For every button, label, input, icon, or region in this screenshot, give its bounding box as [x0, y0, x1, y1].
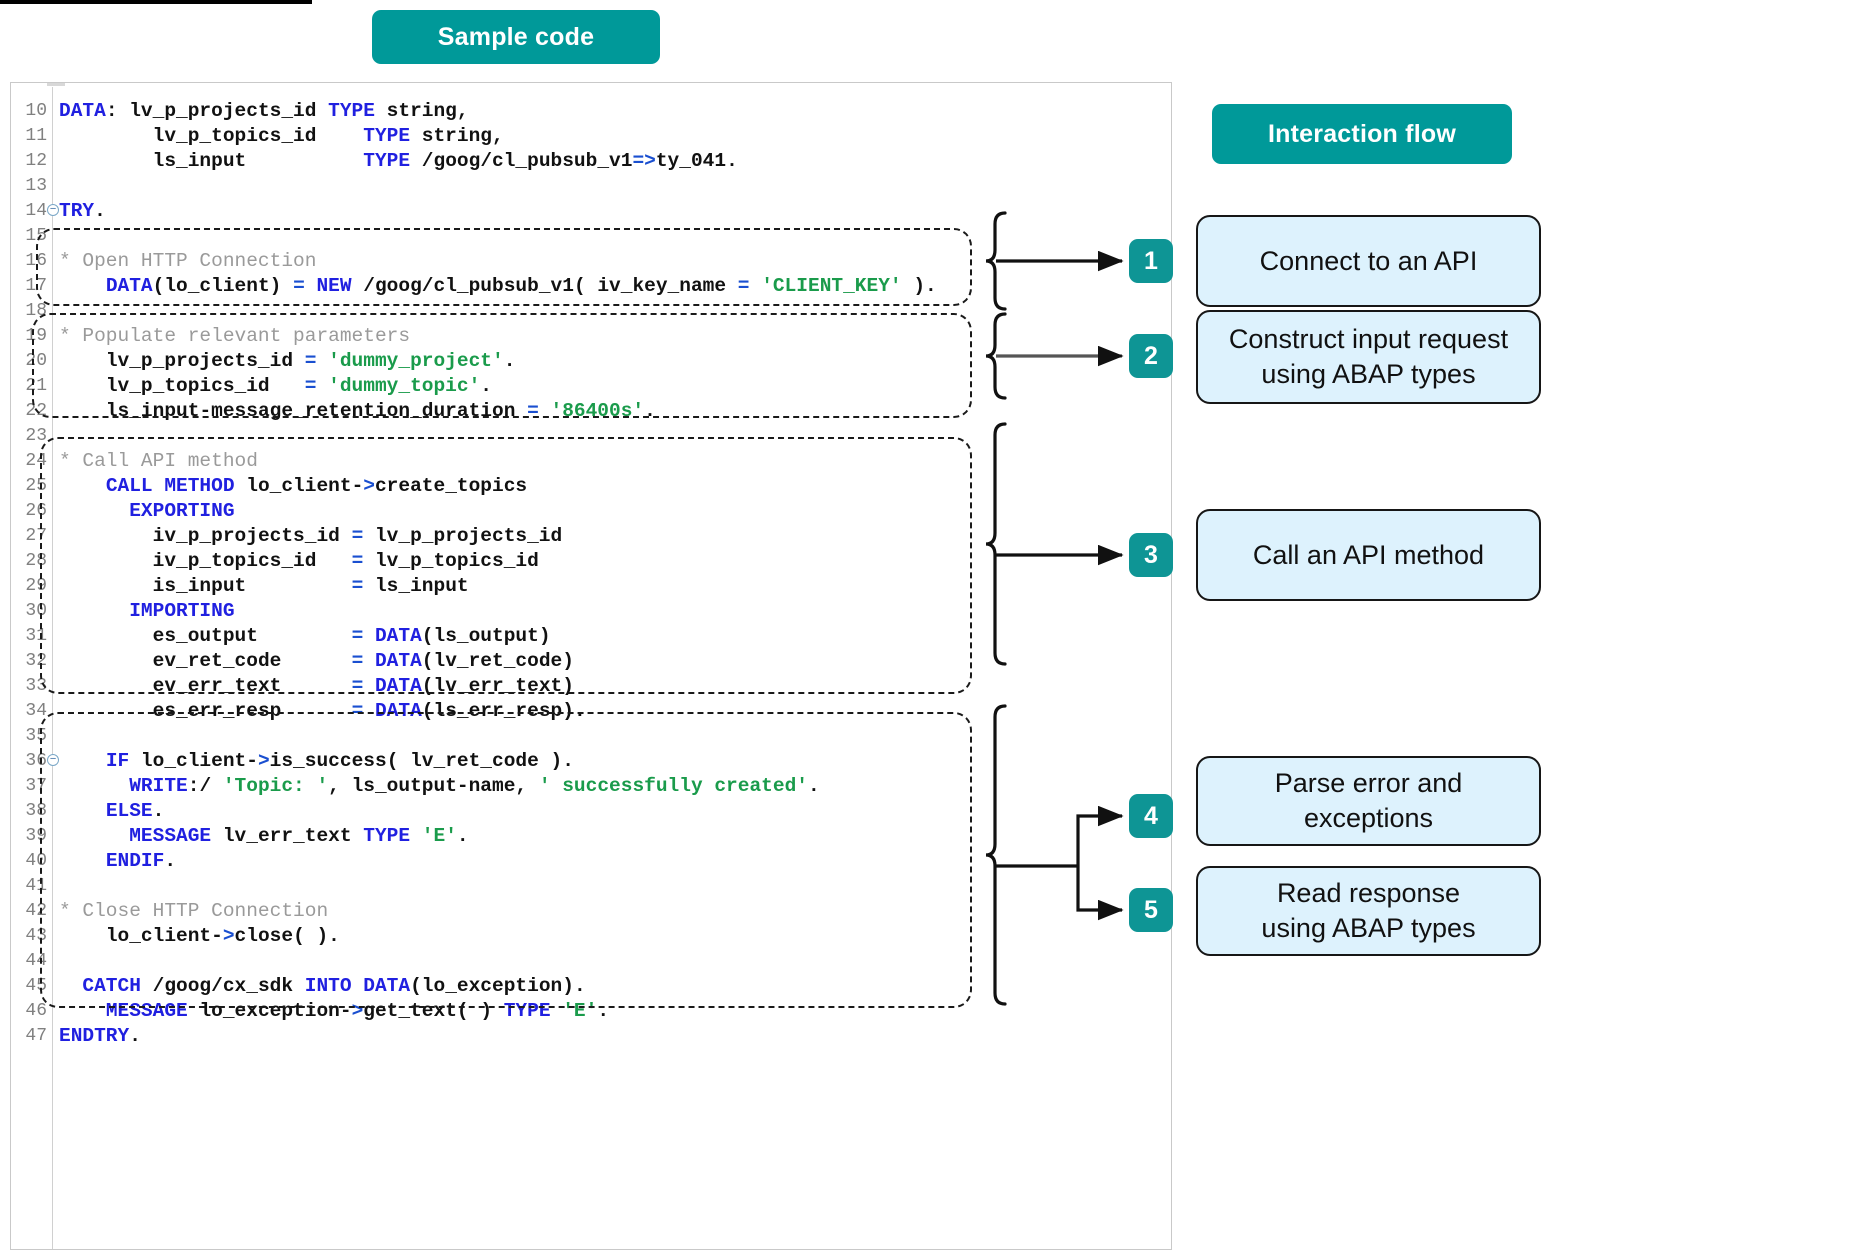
sample-code-title-pill: Sample code: [372, 10, 660, 64]
step-badge-4: 4: [1129, 794, 1173, 838]
code-line[interactable]: IMPORTING: [129, 600, 235, 622]
line-number: 29: [25, 576, 47, 596]
line-number: 22: [25, 401, 47, 421]
step-badge-5: 5: [1129, 888, 1173, 932]
line-number: 28: [25, 551, 47, 571]
line-number: 40: [25, 851, 47, 871]
code-line[interactable]: EXPORTING: [129, 500, 235, 522]
line-number: 42: [25, 901, 47, 921]
code-line[interactable]: ev_ret_code = DATA(lv_ret_code): [152, 650, 574, 672]
line-number: 43: [25, 926, 47, 946]
line-number: 33: [25, 676, 47, 696]
line-number: 13: [25, 176, 47, 196]
line-number: 41: [25, 876, 47, 896]
line-number: 37: [25, 776, 47, 796]
code-line[interactable]: lo_client->close( ).: [105, 925, 340, 947]
line-number: 38: [25, 801, 47, 821]
line-number: 18: [25, 301, 47, 321]
line-number: 30: [25, 601, 47, 621]
line-number: 21: [25, 376, 47, 396]
code-line[interactable]: MESSAGE lv_err_text TYPE 'E'.: [129, 825, 469, 847]
code-line[interactable]: IF lo_client->is_success( lv_ret_code ).: [105, 750, 574, 772]
code-line[interactable]: CATCH /goog/cx_sdk INTO DATA(lo_exceptio…: [82, 975, 586, 997]
code-line[interactable]: * Close HTTP Connection: [59, 900, 329, 922]
gutter-divider: [52, 87, 53, 1249]
code-line[interactable]: * Populate relevant parameters: [59, 325, 411, 347]
code-line[interactable]: es_err_resp = DATA(ls_err_resp).: [152, 700, 586, 722]
code-line[interactable]: ev_err_text = DATA(lv_err_text): [152, 675, 574, 697]
code-line[interactable]: ls_input-message_retention_duration = '8…: [105, 400, 656, 422]
line-number: 12: [25, 151, 47, 171]
flow-step-box-3[interactable]: Call an API method: [1196, 509, 1541, 601]
line-number: 15: [25, 226, 47, 246]
line-number: 32: [25, 651, 47, 671]
line-number: 39: [25, 826, 47, 846]
code-line[interactable]: lv_p_topics_id = 'dummy_topic'.: [105, 375, 492, 397]
interaction-flow-title-pill: Interaction flow: [1212, 104, 1512, 164]
code-line[interactable]: ELSE.: [105, 800, 165, 822]
line-number: 23: [25, 426, 47, 446]
flow-step-label-3: Call an API method: [1252, 539, 1485, 570]
code-line[interactable]: ls_input TYPE /goog/cl_pubsub_v1=>ty_041…: [152, 150, 738, 172]
interaction-flow-label: Interaction flow: [1268, 119, 1456, 148]
line-number: 26: [25, 501, 47, 521]
line-number: 35: [25, 726, 47, 746]
step-badge-3: 3: [1129, 533, 1173, 577]
editor-top-notch: [47, 83, 65, 86]
step-badge-2: 2: [1129, 334, 1173, 378]
line-number: 31: [25, 626, 47, 646]
fold-toggle-icon[interactable]: −: [47, 204, 59, 216]
code-line[interactable]: lv_p_topics_id TYPE string,: [152, 125, 504, 147]
code-line[interactable]: DATA: lv_p_projects_id TYPE string,: [59, 100, 469, 122]
line-number: 19: [25, 326, 47, 346]
code-line[interactable]: iv_p_topics_id = lv_p_topics_id: [152, 550, 539, 572]
line-number: 47: [25, 1026, 47, 1046]
line-number: 14: [25, 201, 47, 221]
code-line[interactable]: MESSAGE lo_exception->get_text( ) TYPE '…: [105, 1000, 610, 1022]
line-number: 46: [25, 1001, 47, 1021]
code-line[interactable]: * Call API method: [59, 450, 258, 472]
fold-toggle-icon[interactable]: −: [47, 754, 59, 766]
code-line[interactable]: ENDTRY.: [59, 1025, 141, 1047]
flow-step-box-1[interactable]: Connect to an API: [1196, 215, 1541, 307]
line-number: 34: [25, 701, 47, 721]
flow-step-label-1: Connect to an API: [1259, 245, 1478, 276]
top-divider-rule: [0, 0, 312, 4]
step-badge-1: 1: [1129, 239, 1173, 283]
line-number: 25: [25, 476, 47, 496]
code-line[interactable]: iv_p_projects_id = lv_p_projects_id: [152, 525, 563, 547]
code-line[interactable]: es_output = DATA(ls_output): [152, 625, 551, 647]
line-number: 16: [25, 251, 47, 271]
code-line[interactable]: WRITE:/ 'Topic: ', ls_output-name, ' suc…: [129, 775, 820, 797]
code-line[interactable]: lv_p_projects_id = 'dummy_project'.: [105, 350, 516, 372]
code-line[interactable]: TRY.: [59, 200, 106, 222]
code-line[interactable]: * Open HTTP Connection: [59, 250, 317, 272]
code-line[interactable]: DATA(lo_client) = NEW /goog/cl_pubsub_v1…: [105, 275, 937, 297]
line-number: 17: [25, 276, 47, 296]
line-number: 11: [25, 126, 47, 146]
line-number: 44: [25, 951, 47, 971]
line-number: 24: [25, 451, 47, 471]
code-line[interactable]: CALL METHOD lo_client->create_topics: [105, 475, 528, 497]
line-number: 36: [25, 751, 47, 771]
line-number: 45: [25, 976, 47, 996]
line-number: 27: [25, 526, 47, 546]
line-number: 20: [25, 351, 47, 371]
line-number: 10: [25, 101, 47, 121]
code-line[interactable]: is_input = ls_input: [152, 575, 469, 597]
code-line[interactable]: ENDIF.: [105, 850, 177, 872]
sample-code-label: Sample code: [437, 22, 595, 51]
